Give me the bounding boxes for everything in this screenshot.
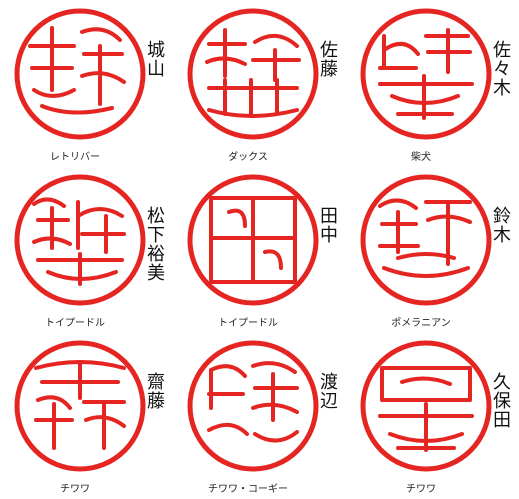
seal-stroke <box>207 422 299 443</box>
chihuahua-seal-icon <box>360 340 492 472</box>
breed-label: チワワ <box>60 484 90 495</box>
seal-ring <box>14 174 146 306</box>
seal-stroke <box>80 27 126 106</box>
breed-label: トイプードル <box>218 318 278 329</box>
breed-label: ダックス <box>228 152 268 163</box>
toy-poodle-seal-icon <box>187 174 319 306</box>
seal-name: 城山 <box>144 40 165 78</box>
seal-ring <box>360 340 492 472</box>
seal-ring <box>14 8 146 140</box>
seal-name: 久保田 <box>490 372 511 429</box>
seal-stroke <box>251 34 301 82</box>
seal-name: 佐々木 <box>490 40 511 97</box>
seal-card: 佐々木柴犬 <box>346 0 519 166</box>
seal-stroke <box>207 78 299 118</box>
seal-stroke <box>40 104 114 115</box>
seal-card: 齋藤チワワ <box>0 332 173 498</box>
seal-card: 田中トイプードル <box>173 166 346 332</box>
breed-label: レトリバー <box>50 152 100 163</box>
seal-stroke <box>82 400 126 450</box>
seal-stroke <box>76 200 126 254</box>
seal-name: 佐藤 <box>317 40 338 78</box>
seal-ring <box>360 174 492 306</box>
seal-ring <box>14 340 146 472</box>
seal-name: 鈴木 <box>490 206 511 244</box>
retriever-seal-icon <box>14 8 146 140</box>
pomeranian-seal-icon <box>360 174 492 306</box>
seal-ring <box>360 8 492 140</box>
seal-card: 城山レトリバー <box>0 0 173 166</box>
seal-stroke <box>400 376 452 386</box>
seal-card: 鈴木ポメラニアン <box>346 166 519 332</box>
seal-stroke <box>424 28 472 74</box>
seal-name: 松下裕美 <box>144 206 165 282</box>
seal-stroke <box>378 198 420 254</box>
seal-ring <box>187 8 319 140</box>
seal-stroke <box>380 366 472 402</box>
seal-name: 渡辺 <box>317 372 338 410</box>
breed-label: ポメラニアン <box>391 318 451 329</box>
seal-ring <box>187 174 319 306</box>
breed-label: チワワ・コーギー <box>208 484 288 495</box>
seal-stroke <box>32 197 72 250</box>
seal-stroke <box>424 200 472 266</box>
seal-stroke <box>382 252 470 278</box>
seal-card: 久保田チワワ <box>346 332 519 498</box>
seal-stroke <box>209 196 297 284</box>
toy-poodle-seal-icon <box>14 174 146 306</box>
seal-card: 渡辺チワワ・コーギー <box>173 332 346 498</box>
seal-stroke <box>378 74 474 120</box>
seal-stroke <box>251 361 299 422</box>
seal-stroke <box>227 208 283 270</box>
seal-stroke <box>34 360 126 400</box>
breed-label: チワワ <box>406 484 436 495</box>
seal-card: 松下裕美トイプードル <box>0 166 173 332</box>
seal-name: 齋藤 <box>144 372 165 410</box>
seal-name: 田中 <box>317 206 338 244</box>
seal-stroke <box>28 26 76 98</box>
seal-stroke <box>205 28 247 78</box>
breed-label: 柴犬 <box>411 152 431 163</box>
seal-card: 佐藤ダックス <box>173 0 346 166</box>
seal-stroke <box>34 395 74 450</box>
shiba-seal-icon <box>360 8 492 140</box>
seal-stroke <box>378 402 474 452</box>
seal-stroke <box>207 364 247 410</box>
chihuahua-corgi-seal-icon <box>187 340 319 472</box>
dachshund-seal-icon <box>187 8 319 140</box>
seal-stroke <box>378 34 420 70</box>
chihuahua-seal-icon <box>14 340 146 472</box>
seal-stroke <box>36 252 124 286</box>
seal-ring <box>187 340 319 472</box>
breed-label: トイプードル <box>45 318 105 329</box>
